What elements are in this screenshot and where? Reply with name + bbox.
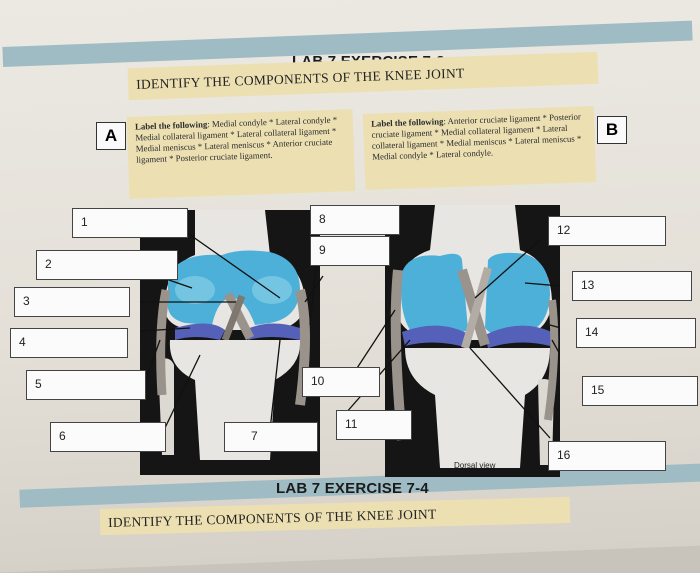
label-box-16[interactable]: 16 [548,441,666,471]
label-number: 5 [35,377,42,391]
panel-b-instructions: Label the following: Anterior cruciate l… [362,105,597,191]
label-number: 9 [319,243,326,257]
panel-a-pcl [221,294,246,342]
panel-b-medial-cartilage [485,252,550,337]
label-number: 12 [557,223,571,237]
label-number: 16 [557,448,571,462]
label-number: 14 [585,325,599,339]
lateral-condyle-highlight [175,276,215,304]
label-box-11[interactable]: 11 [336,410,412,440]
panel-b-letter: B [597,116,627,144]
panel-a-acl [223,291,255,341]
label-box-2[interactable]: 2 [36,250,178,280]
label-number: 7 [251,429,258,443]
panel-b-tibia [405,348,550,468]
next-lab-title: LAB 7 EXERCISE 7-4 [276,480,429,497]
panel-a-cartilage [167,250,300,325]
label-box-12[interactable]: 12 [548,216,666,246]
label-box-10[interactable]: 10 [302,367,380,397]
panel-b-pcl [461,266,492,350]
panel-a-mcl [295,288,310,406]
label-box-9[interactable]: 9 [310,236,390,266]
label-box-1[interactable]: 1 [72,208,188,238]
panel-a-letter: A [96,122,126,150]
panel-a-lcl [156,289,171,396]
panel-b-medial-meniscus [485,325,552,348]
label-number: 11 [345,417,358,431]
label-number: 3 [23,294,30,308]
label-box-3[interactable]: 3 [14,287,130,317]
medial-condyle-highlight [252,276,292,304]
label-box-6[interactable]: 6 [50,422,166,452]
label-number: 2 [45,257,52,271]
label-box-5[interactable]: 5 [26,370,146,400]
label-box-7[interactable]: 7 [224,422,318,452]
label-number: 15 [591,383,605,397]
panel-a-medial-meniscus [245,323,300,340]
page-subtitle: IDENTIFY THE COMPONENTS OF THE KNEE JOIN… [135,65,465,92]
label-number: 6 [59,429,66,443]
label-box-4[interactable]: 4 [10,328,128,358]
label-box-13[interactable]: 13 [572,271,692,301]
next-page-subtitle: IDENTIFY THE COMPONENTS OF THE KNEE JOIN… [107,506,437,530]
label-box-15[interactable]: 15 [582,376,698,406]
label-number: 10 [311,374,325,388]
label-number: 1 [81,215,88,229]
label-number: 8 [319,212,326,226]
label-box-8[interactable]: 8 [310,205,400,235]
label-number: 13 [581,278,595,292]
label-number: 4 [19,335,26,349]
dorsal-view-caption: Dorsal view [454,461,496,470]
panel-b-lateral-cartilage [401,253,468,336]
label-box-14[interactable]: 14 [576,318,696,348]
panel-b-lateral-meniscus [402,325,470,348]
panel-a-instructions: Label the following: Medial condyle * La… [126,109,356,199]
panel-b-lcl [544,299,559,421]
